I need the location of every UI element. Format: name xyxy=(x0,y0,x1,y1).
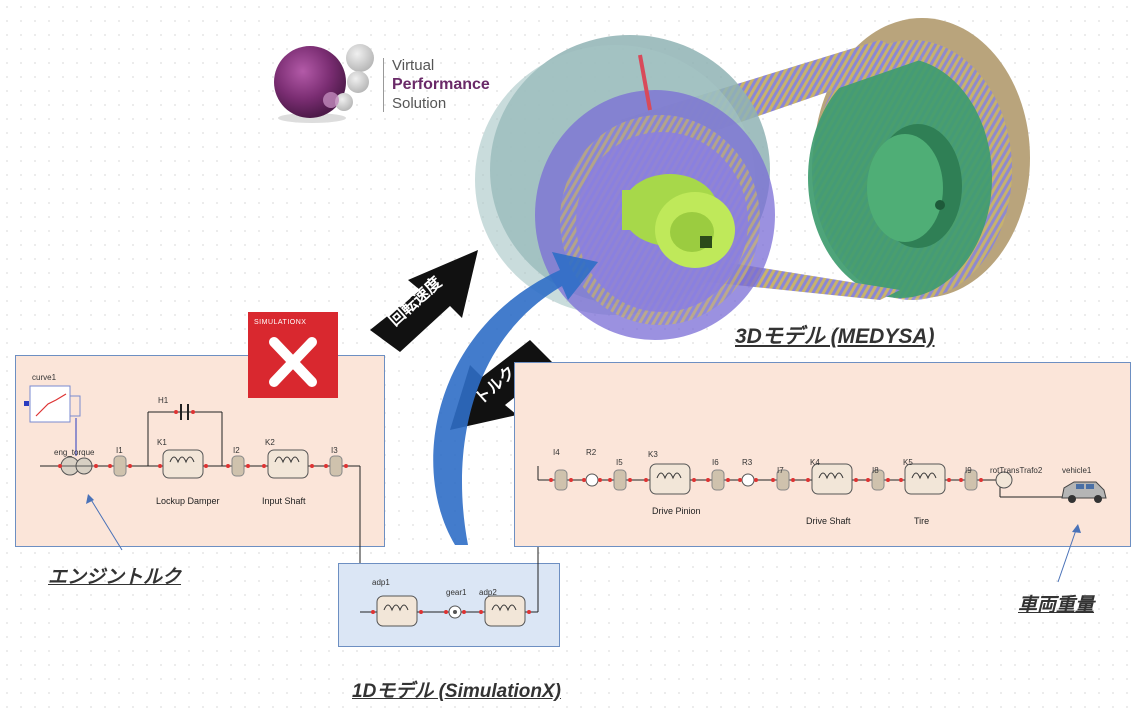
i9-label: I9 xyxy=(965,466,972,475)
i6-label: I6 xyxy=(712,458,719,467)
k5-label: K5 xyxy=(903,458,913,467)
r2-label: R2 xyxy=(586,448,597,457)
caption-vehicle-weight: 車両重量 xyxy=(1018,595,1095,616)
i2-label: I2 xyxy=(233,446,240,455)
eng-torque-label: eng_torque xyxy=(54,448,95,457)
r3-label: R3 xyxy=(742,458,753,467)
speed-arrow xyxy=(370,250,478,352)
k4-label: K4 xyxy=(810,458,820,467)
blue-curved-arrow xyxy=(433,252,598,545)
logo-line3: Solution xyxy=(392,95,447,112)
caption-3d-model: 3Dモデル (MEDYSA) xyxy=(735,325,935,348)
lockup-damper-label: Lockup Damper xyxy=(156,496,220,506)
simulationx-logo: SIMULATIONX xyxy=(248,312,338,398)
k2-label: K2 xyxy=(265,438,275,447)
tire-label: Tire xyxy=(914,516,930,526)
caption-1d-model: 1Dモデル (SimulationX) xyxy=(352,681,562,702)
i7-label: I7 xyxy=(777,466,784,475)
gear1-label: gear1 xyxy=(446,588,467,597)
i4-label: I4 xyxy=(553,448,560,457)
input-shaft-label: Input Shaft xyxy=(262,496,306,506)
logo-line1: Virtual xyxy=(392,57,435,74)
curve-label: curve1 xyxy=(32,373,57,382)
logo-separator xyxy=(383,58,384,112)
vehicle-label: vehicle1 xyxy=(1062,466,1092,475)
adp1-label: adp1 xyxy=(372,578,390,587)
drive-pinion-label: Drive Pinion xyxy=(652,506,701,516)
i5-label: I5 xyxy=(616,458,623,467)
i1-label: I1 xyxy=(116,446,123,455)
i8-label: I8 xyxy=(872,466,879,475)
simulationx-logo-text: SIMULATIONX xyxy=(254,319,307,326)
logo-line2: Performance xyxy=(392,76,490,93)
drive-shaft-label: Drive Shaft xyxy=(806,516,851,526)
k1-label: K1 xyxy=(157,438,167,447)
adp2-label: adp2 xyxy=(479,588,497,597)
caption-engine-torque: エンジントルク xyxy=(48,567,182,588)
i3-label: I3 xyxy=(331,446,338,455)
trafo-label: rotTransTrafo2 xyxy=(990,466,1043,475)
logo-wordmark: Virtual Performance Solution xyxy=(392,56,490,113)
right-model-panel xyxy=(514,362,1131,547)
h1-label: H1 xyxy=(158,396,169,405)
k3-label: K3 xyxy=(648,450,658,459)
